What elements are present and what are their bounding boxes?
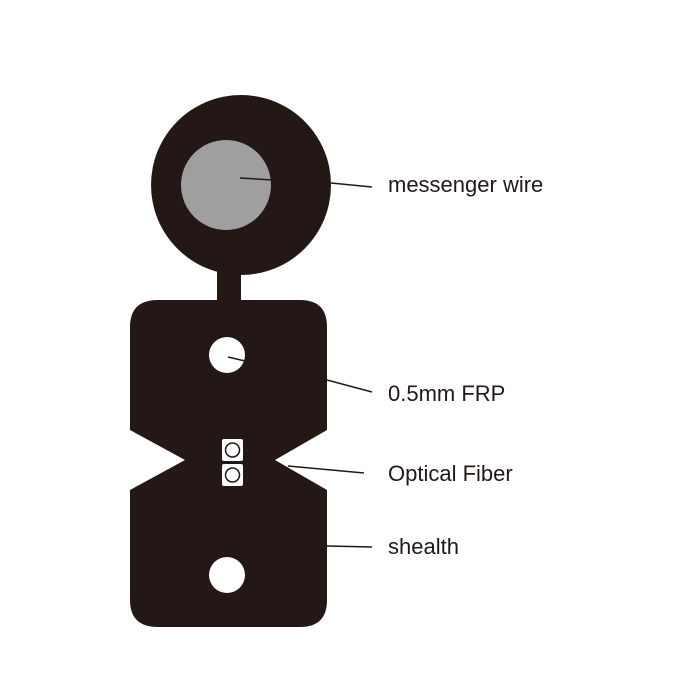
cable-sheath-body [130, 300, 327, 627]
label-frp: 0.5mm FRP [388, 381, 505, 406]
label-messenger-wire: messenger wire [388, 172, 543, 197]
messenger-wire-core [181, 140, 271, 230]
optical-fibers [222, 439, 243, 486]
messenger-section [151, 95, 331, 304]
frp-strength-member-top [209, 337, 245, 373]
cable-neck [217, 268, 241, 304]
label-optical-fiber: Optical Fiber [388, 461, 513, 486]
leader-lines [227, 177, 373, 548]
frp-strength-member-bottom [209, 557, 245, 593]
label-sheath: shealth [388, 534, 459, 559]
